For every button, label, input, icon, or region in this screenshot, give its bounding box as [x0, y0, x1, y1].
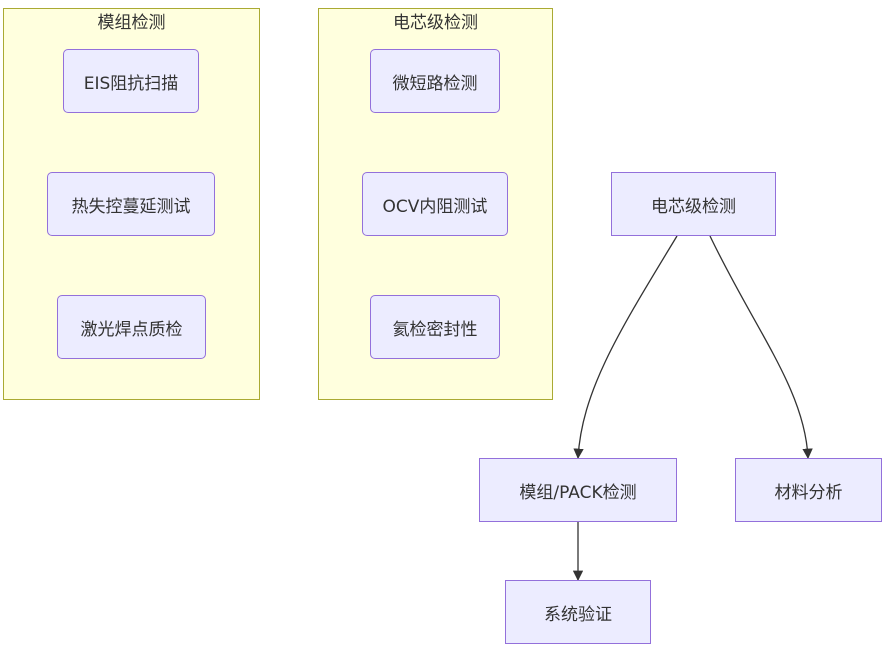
- edge-cell-to-module-pack: [573, 235, 678, 460]
- micro-short-detection-node: 微短路检测: [370, 49, 500, 113]
- eis-impedance-scan-node: EIS阻抗扫描: [63, 49, 199, 113]
- edge-cell-to-material: [709, 235, 813, 460]
- module-test-cluster-title: 模组检测: [97, 13, 166, 33]
- material-analysis-node: 材料分析: [735, 458, 882, 522]
- cell-level-test-node: 电芯级检测: [611, 172, 776, 236]
- thermal-runaway-test-node: 热失控蔓延测试: [47, 172, 215, 236]
- system-validation-node: 系统验证: [505, 580, 651, 644]
- laser-weld-inspection-node: 激光焊点质检: [57, 295, 206, 359]
- module-pack-test-node: 模组/PACK检测: [479, 458, 677, 522]
- helium-leak-test-node: 氦检密封性: [370, 295, 500, 359]
- ocv-resistance-test-node: OCV内阻测试: [362, 172, 508, 236]
- cell-test-cluster-title: 电芯级检测: [393, 13, 478, 33]
